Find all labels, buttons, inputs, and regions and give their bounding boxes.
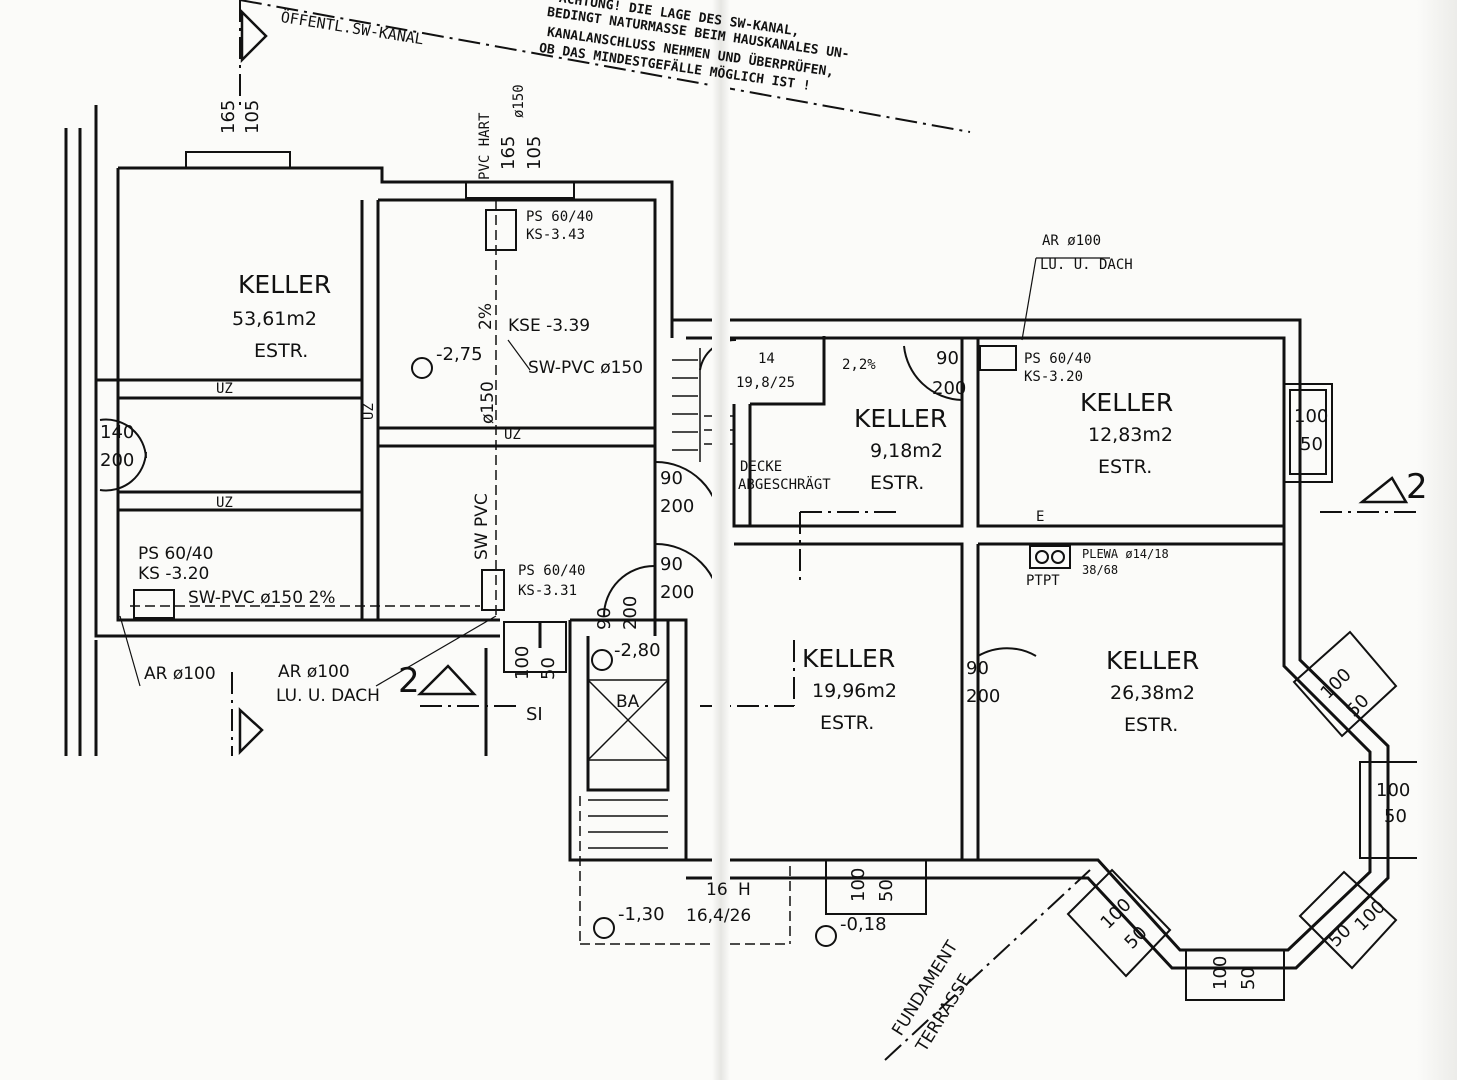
dim-105-top: 105 <box>242 99 263 134</box>
abgeschraegt-label: ABGESCHRÄGT <box>738 477 831 493</box>
ks-label-1: KS-3.43 <box>526 227 586 243</box>
dim-200-d: 200 <box>620 595 641 630</box>
dim-90-d: 90 <box>594 607 615 630</box>
ks-label-4: KS-3.20 <box>1024 369 1084 385</box>
room-floor-4: ESTR. <box>820 712 875 734</box>
dim-200-a: 200 <box>932 378 967 399</box>
dim-90-e: 90 <box>966 658 989 679</box>
room-name-4: KELLER <box>802 644 896 673</box>
dim-90-a: 90 <box>936 348 959 369</box>
ps-label-1: PS 60/40 <box>526 209 594 225</box>
plewa-size-label: 38/68 <box>1082 563 1119 577</box>
room-name-5: KELLER <box>1106 646 1200 675</box>
dim-200-b: 200 <box>660 496 695 517</box>
dim-140: 140 <box>100 422 135 443</box>
ps-label-2: PS 60/40 <box>138 544 214 564</box>
dim-100-left: 100 <box>512 645 533 680</box>
ks-label-3: KS-3.31 <box>518 583 578 599</box>
level-label-2: -2,80 <box>614 640 661 661</box>
dim-100-east: 100 <box>1376 780 1411 801</box>
ar-label-1b: LU. U. DACH <box>1040 257 1133 273</box>
dim-90-b: 90 <box>660 468 683 489</box>
room-floor-1: ESTR. <box>254 340 309 362</box>
room-area-5: 26,38m2 <box>1110 682 1195 704</box>
dim-100-bay: 100 <box>848 867 869 902</box>
dim-165-mid: 165 <box>498 135 519 170</box>
ar-label-1: AR ø100 <box>1042 233 1102 249</box>
room-area-2: 9,18m2 <box>870 440 943 462</box>
dash-dot-lines <box>231 0 1420 1061</box>
wall-outlines <box>64 105 1390 970</box>
dim-50-bay: 50 <box>876 879 897 902</box>
level-label-3: -1,30 <box>618 904 665 925</box>
room-floor-3: ESTR. <box>1098 456 1153 478</box>
plewa-label: PLEWA ø14/18 <box>1082 547 1169 561</box>
room-area-4: 19,96m2 <box>812 680 897 702</box>
dim-105-mid: 105 <box>524 135 545 170</box>
ps-label-4: PS 60/40 <box>1024 351 1092 367</box>
decke-label: DECKE <box>740 459 783 475</box>
dim-100-right: 100 <box>1294 406 1329 427</box>
si-label: SI <box>526 704 543 725</box>
stairs-2-count: 16 <box>706 880 728 900</box>
pvc-hart-label: PVC HART <box>477 112 493 180</box>
slope-2-label: 2% <box>476 303 496 330</box>
ps-label-3: PS 60/40 <box>518 563 586 579</box>
dim-100-south: 100 <box>1210 955 1231 990</box>
room-floor-5: ESTR. <box>1124 714 1179 736</box>
slope-22-label: 2,2% <box>842 357 876 373</box>
dim-90-c: 90 <box>660 554 683 575</box>
room-name-1: KELLER <box>238 270 332 299</box>
room-name-3: KELLER <box>1080 388 1174 417</box>
dia150-label-mid: ø150 <box>478 381 498 424</box>
dia150-label-top: ø150 <box>511 84 527 118</box>
uz-label-1: UZ <box>216 381 233 397</box>
ptpt-label: PTPT <box>1026 573 1060 589</box>
section-label-right: 2 <box>1406 467 1428 507</box>
paper-edge <box>1417 0 1457 1080</box>
level-label-1: -2,75 <box>436 344 483 365</box>
dim-50-right: 50 <box>1300 434 1323 455</box>
sw-pvc150-label: SW-PVC ø150 <box>528 358 644 378</box>
dim-200-e: 200 <box>966 686 1001 707</box>
paper-fold <box>712 0 730 1080</box>
stairs-1-count: 14 <box>758 351 775 367</box>
shafts <box>133 209 1071 619</box>
kse-label: KSE -3.39 <box>508 316 591 336</box>
windows <box>185 151 1419 1001</box>
room-floor-2: ESTR. <box>870 472 925 494</box>
room-area-3: 12,83m2 <box>1088 424 1173 446</box>
ar-label-2: AR ø100 <box>278 662 350 682</box>
e-label: E <box>1036 509 1045 525</box>
sw-pvc150-slope-label: SW-PVC ø150 2% <box>188 588 336 608</box>
uz-label-3: UZ <box>504 427 521 443</box>
room-name-2: KELLER <box>854 404 948 433</box>
level-markers <box>411 357 837 947</box>
stairs-2-size: 16,4/26 <box>686 906 752 926</box>
stairs-1-size: 19,8/25 <box>736 375 796 391</box>
leaders <box>119 257 1110 687</box>
uz-label-2: UZ <box>216 495 233 511</box>
dim-50-east: 50 <box>1384 806 1407 827</box>
room-area-1: 53,61m2 <box>232 308 317 330</box>
level-label-4: -0,18 <box>840 914 887 935</box>
dim-165-top: 165 <box>218 99 239 134</box>
ba-label: BA <box>616 692 640 712</box>
ks-label-2: KS -3.20 <box>138 564 210 584</box>
dim-200-c: 200 <box>660 582 695 603</box>
section-markers <box>238 8 1409 756</box>
uz-label-4: UZ <box>361 403 377 420</box>
ar-label-2b: LU. U. DACH <box>276 686 380 706</box>
dim-50-south: 50 <box>1238 967 1259 990</box>
dim-200-door: 200 <box>100 450 135 471</box>
sw-pvc-label: SW PVC <box>472 493 492 560</box>
ar-label-3: AR ø100 <box>144 664 216 684</box>
stairs-2-h: H <box>738 880 751 900</box>
dim-50-left: 50 <box>538 657 559 680</box>
section-label-left: 2 <box>398 661 420 701</box>
pipes <box>130 200 791 945</box>
